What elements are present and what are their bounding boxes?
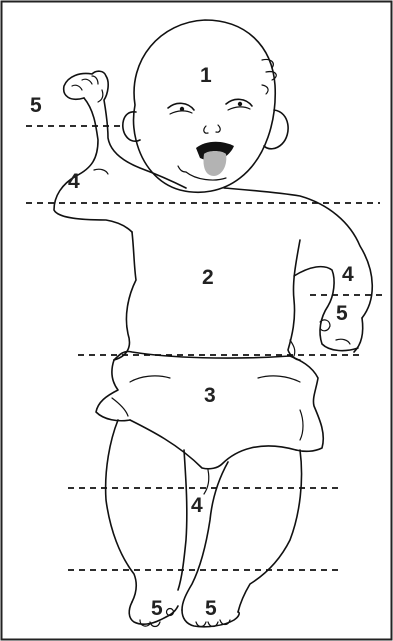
zone-label-head: 1 bbox=[200, 64, 212, 87]
feet-drawing bbox=[129, 602, 239, 627]
zone-label-trunk: 2 bbox=[202, 266, 214, 289]
zone-label-leg: 4 bbox=[191, 494, 203, 517]
raised-arm-drawing bbox=[54, 71, 186, 232]
zone-label-foot-left: 5 bbox=[151, 597, 163, 620]
zone-label-upper-arm-left: 4 bbox=[68, 170, 80, 193]
zone-label-hand-left: 5 bbox=[30, 94, 42, 117]
zone-label-upper-arm-right: 4 bbox=[342, 263, 354, 286]
zone-label-hand-right: 5 bbox=[336, 302, 348, 325]
diaper-drawing bbox=[96, 351, 323, 468]
tongue bbox=[203, 151, 226, 176]
zone-label-diaper: 3 bbox=[204, 384, 216, 407]
zone-label-foot-right: 5 bbox=[205, 597, 217, 620]
legs-drawing bbox=[106, 420, 302, 612]
head-drawing bbox=[123, 20, 288, 192]
